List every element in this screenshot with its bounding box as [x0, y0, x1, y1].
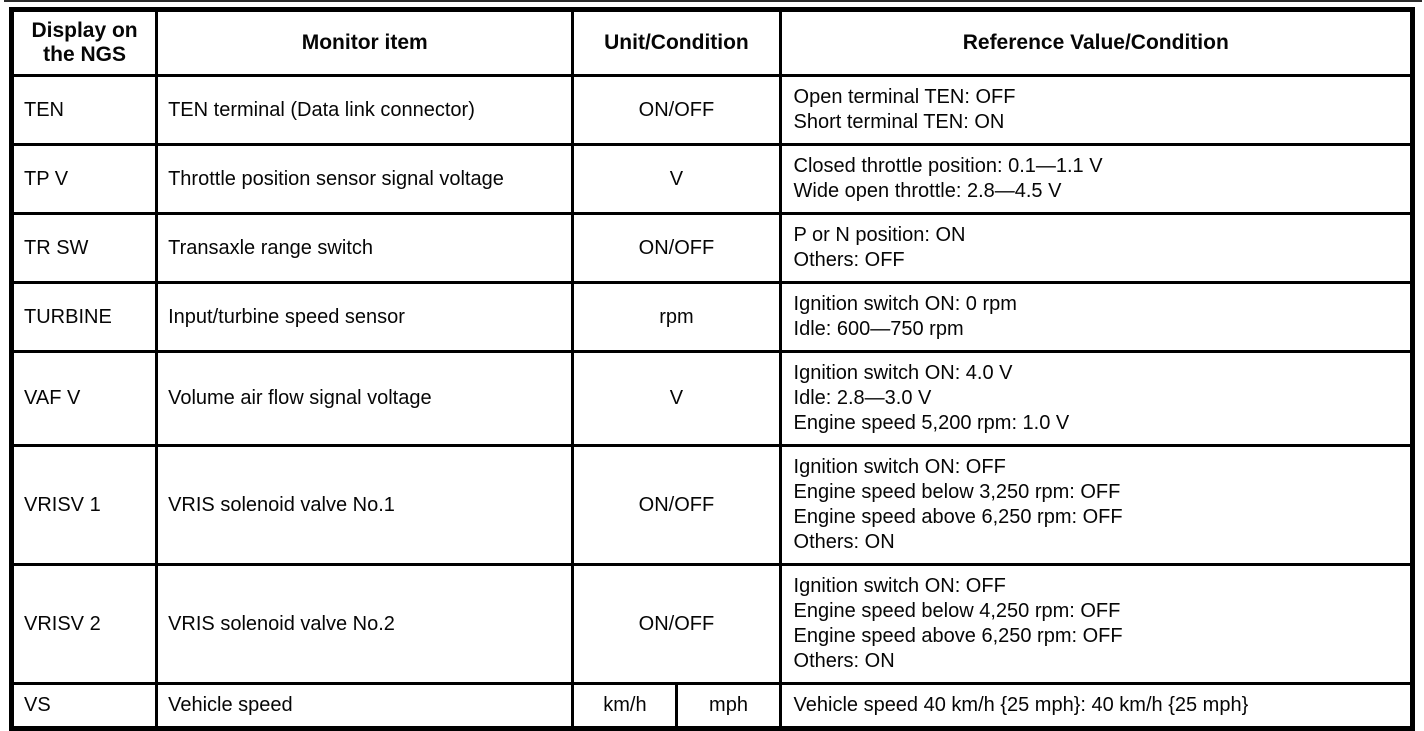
col-header-monitor-item: Monitor item — [155, 8, 575, 77]
monitor-cell: Volume air flow signal voltage — [155, 350, 575, 447]
display-cell: TURBINE — [9, 281, 159, 353]
reference-line: Idle: 600—750 rpm — [793, 318, 964, 340]
monitor-cell: VRIS solenoid valve No.2 — [155, 563, 575, 685]
display-cell: VRISV 2 — [9, 563, 159, 685]
reference-line: Vehicle speed 40 km/h {25 mph}: 40 km/h … — [793, 694, 1249, 716]
unit-cell: km/h — [571, 682, 679, 730]
reference-line: Ignition switch ON: OFF — [793, 456, 1006, 478]
monitor-cell: Throttle position sensor signal voltage — [155, 143, 575, 215]
reference-cell: Ignition switch ON: OFF Engine speed belo… — [778, 563, 1415, 685]
reference-line: Idle: 2.8—3.0 V — [793, 387, 932, 409]
display-cell: TEN — [9, 74, 159, 146]
reference-line: Open terminal TEN: OFF — [793, 86, 1016, 108]
header-row: Display on the NGS Monitor item Unit/Con… — [9, 8, 1415, 77]
unit-cell: ON/OFF — [571, 74, 782, 146]
reference-line: Ignition switch ON: OFF — [793, 575, 1006, 597]
unit-cell: ON/OFF — [571, 444, 782, 566]
reference-line: Others: ON — [793, 531, 895, 553]
reference-cell: Closed throttle position: 0.1—1.1 V Wide … — [778, 143, 1415, 215]
monitor-cell: TEN terminal (Data link connector) — [155, 74, 575, 146]
reference-cell: Ignition switch ON: 4.0 V Idle: 2.8—3.0 V… — [778, 350, 1415, 447]
monitor-cell: Input/turbine speed sensor — [155, 281, 575, 353]
reference-line: Ignition switch ON: 0 rpm — [793, 293, 1017, 315]
reference-line: Engine speed above 6,250 rpm: OFF — [793, 625, 1123, 647]
reference-line: Engine speed below 3,250 rpm: OFF — [793, 481, 1121, 503]
unit-cell: mph — [675, 682, 782, 730]
col-header-display-on-ngs: Display on the NGS — [9, 8, 159, 77]
display-cell: VRISV 1 — [9, 444, 159, 566]
reference-line: Wide open throttle: 2.8—4.5 V — [793, 180, 1062, 202]
reference-line: Engine speed above 6,250 rpm: OFF — [793, 506, 1123, 528]
display-cell: TP V — [9, 143, 159, 215]
reference-line: Ignition switch ON: 4.0 V — [793, 362, 1013, 384]
reference-cell: Open terminal TEN: OFF Short terminal TEN… — [778, 74, 1415, 146]
reference-line: Engine speed 5,200 rpm: 1.0 V — [793, 412, 1070, 434]
display-cell: TR SW — [9, 212, 159, 284]
col-header-unit-condition: Unit/Condition — [571, 8, 782, 77]
unit-cell: V — [571, 350, 782, 447]
reference-cell: Ignition switch ON: OFF Engine speed belo… — [778, 444, 1415, 566]
reference-line: Closed throttle position: 0.1—1.1 V — [793, 155, 1103, 177]
reference-line: P or N position: ON — [793, 224, 966, 246]
reference-line: Others: OFF — [793, 249, 905, 271]
unit-cell: V — [571, 143, 782, 215]
monitor-table-container: Display on the NGS Monitor item Unit/Con… — [9, 7, 1415, 731]
unit-cell: ON/OFF — [571, 212, 782, 284]
monitor-cell: Transaxle range switch — [155, 212, 575, 284]
monitor-cell: Vehicle speed — [155, 682, 575, 730]
unit-cell: rpm — [571, 281, 782, 353]
monitor-cell: VRIS solenoid valve No.1 — [155, 444, 575, 566]
display-cell: VAF V — [9, 350, 159, 447]
unit-cell: ON/OFF — [571, 563, 782, 685]
reference-cell: Vehicle speed 40 km/h {25 mph}: 40 km/h … — [778, 682, 1415, 730]
reference-line: Short terminal TEN: ON — [793, 111, 1005, 133]
col-header-reference-value: Reference Value/Condition — [778, 8, 1415, 77]
scan-artifact-line — [4, 0, 1422, 2]
display-cell: VS — [9, 682, 159, 730]
reference-line: Engine speed below 4,250 rpm: OFF — [793, 600, 1121, 622]
reference-cell: P or N position: ON Others: OFF — [778, 212, 1415, 284]
ngs-monitor-table: Display on the NGS Monitor item Unit/Con… — [9, 7, 1415, 731]
reference-line: Others: ON — [793, 650, 895, 672]
